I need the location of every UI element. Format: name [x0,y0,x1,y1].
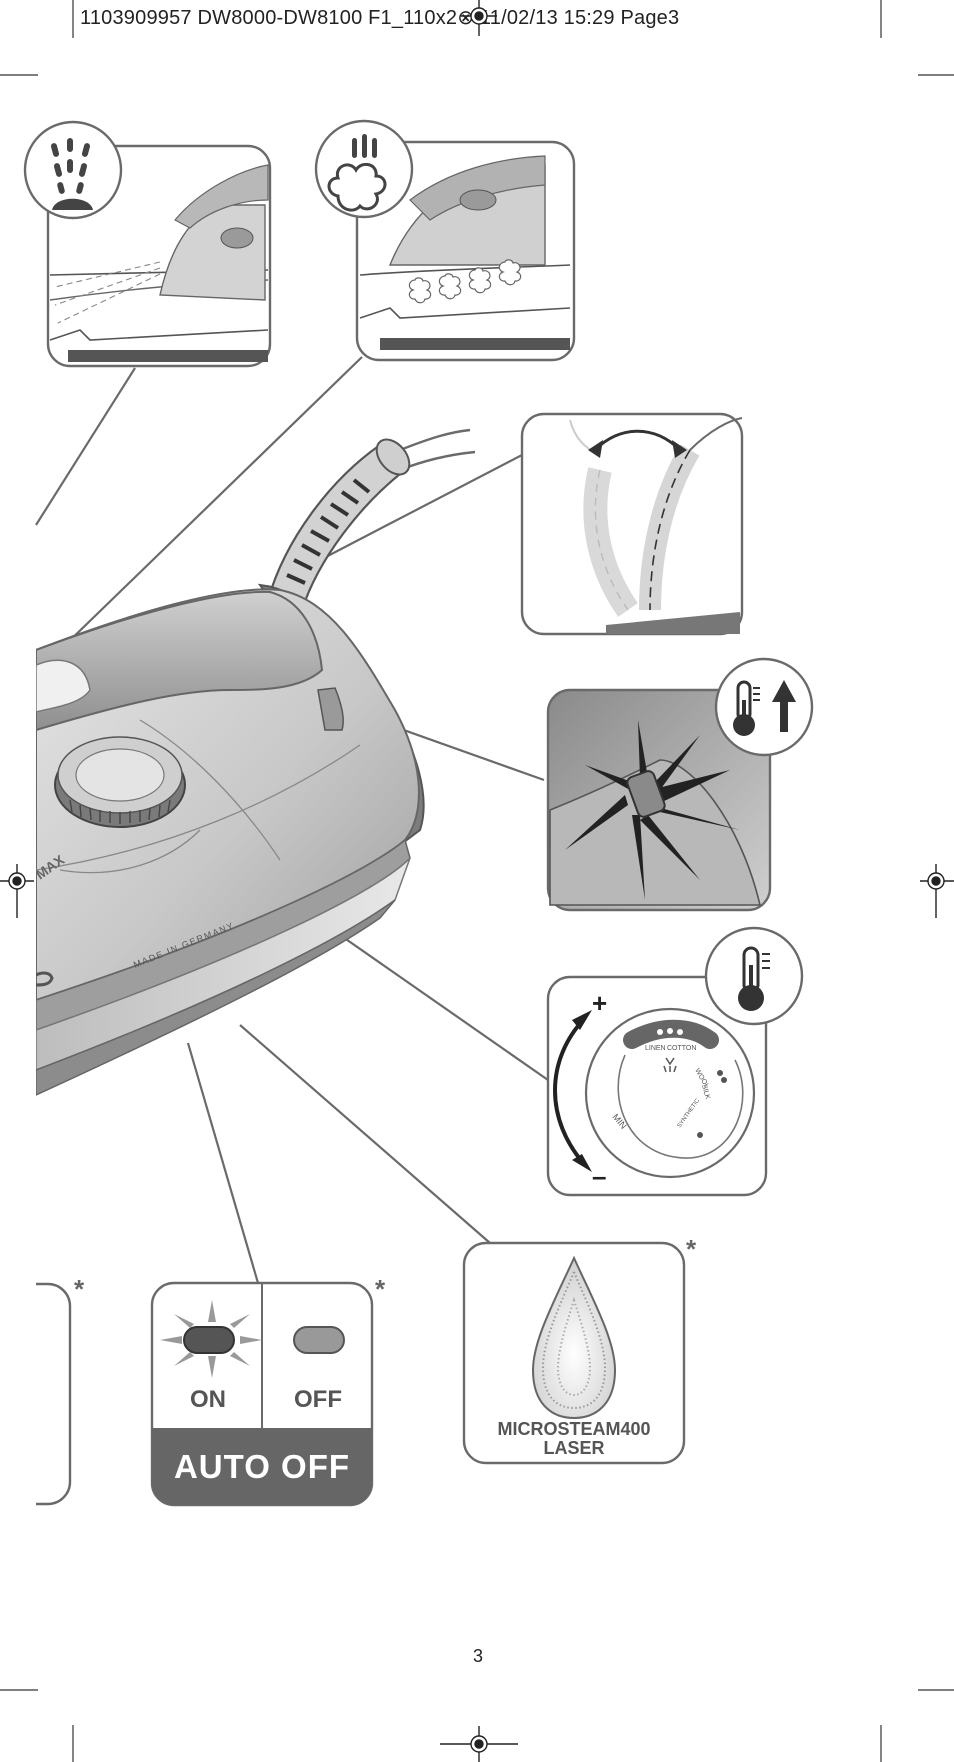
auto-off-on-label: ON [190,1386,226,1413]
soleplate-name-line2: LASER [543,1438,605,1458]
soleplate-name-line1: MICROSTEAM400 [497,1419,651,1439]
panel-soleplate [462,1241,686,1465]
dial-plus-sign: + [592,988,607,1018]
panel-temperature-dial: LINEN COTTON WOOL SILK SYNTHETIC MIN + – [546,926,804,1197]
off-indicator-light [293,1326,345,1354]
panel-left-partial [36,1282,72,1506]
panel-swivel-cord [520,412,744,636]
auto-off-title: AUTO OFF [173,1448,351,1485]
spray-icon [50,138,93,210]
registration-mark-left [0,864,34,918]
dial-setting-linen: LINEN [645,1045,666,1052]
steam-icon [327,162,387,212]
dial-setting-silk: SILK [700,1084,711,1101]
auto-off-off-label: OFF [294,1386,342,1413]
thermometer-icon [738,946,770,1011]
panel-steam [314,119,576,362]
registration-mark-right [920,864,954,918]
page-number: 3 [472,1646,483,1666]
auto-off-asterisk: * [375,1274,386,1304]
panel-spray [23,120,272,368]
soleplate-asterisk: * [686,1234,697,1264]
dial-minus-sign: – [592,1161,606,1191]
on-indicator-light [183,1326,235,1354]
on-glow-icon [160,1300,262,1378]
thermometer-up-icon [733,680,796,736]
dial-setting-cotton: COTTON [667,1045,696,1052]
panel-auto-off [150,1281,374,1507]
iron-illustration: MADE IN GERMANY MAX [36,428,476,1096]
panel-heat-light [546,657,814,912]
registration-mark-bottom [440,1726,518,1762]
print-slug-header: 1103909957 DW8000-DW8100 F1_110x2⊗ 11/02… [80,7,680,29]
registration-mark-top [461,0,497,36]
left-panel-asterisk: * [74,1274,85,1304]
